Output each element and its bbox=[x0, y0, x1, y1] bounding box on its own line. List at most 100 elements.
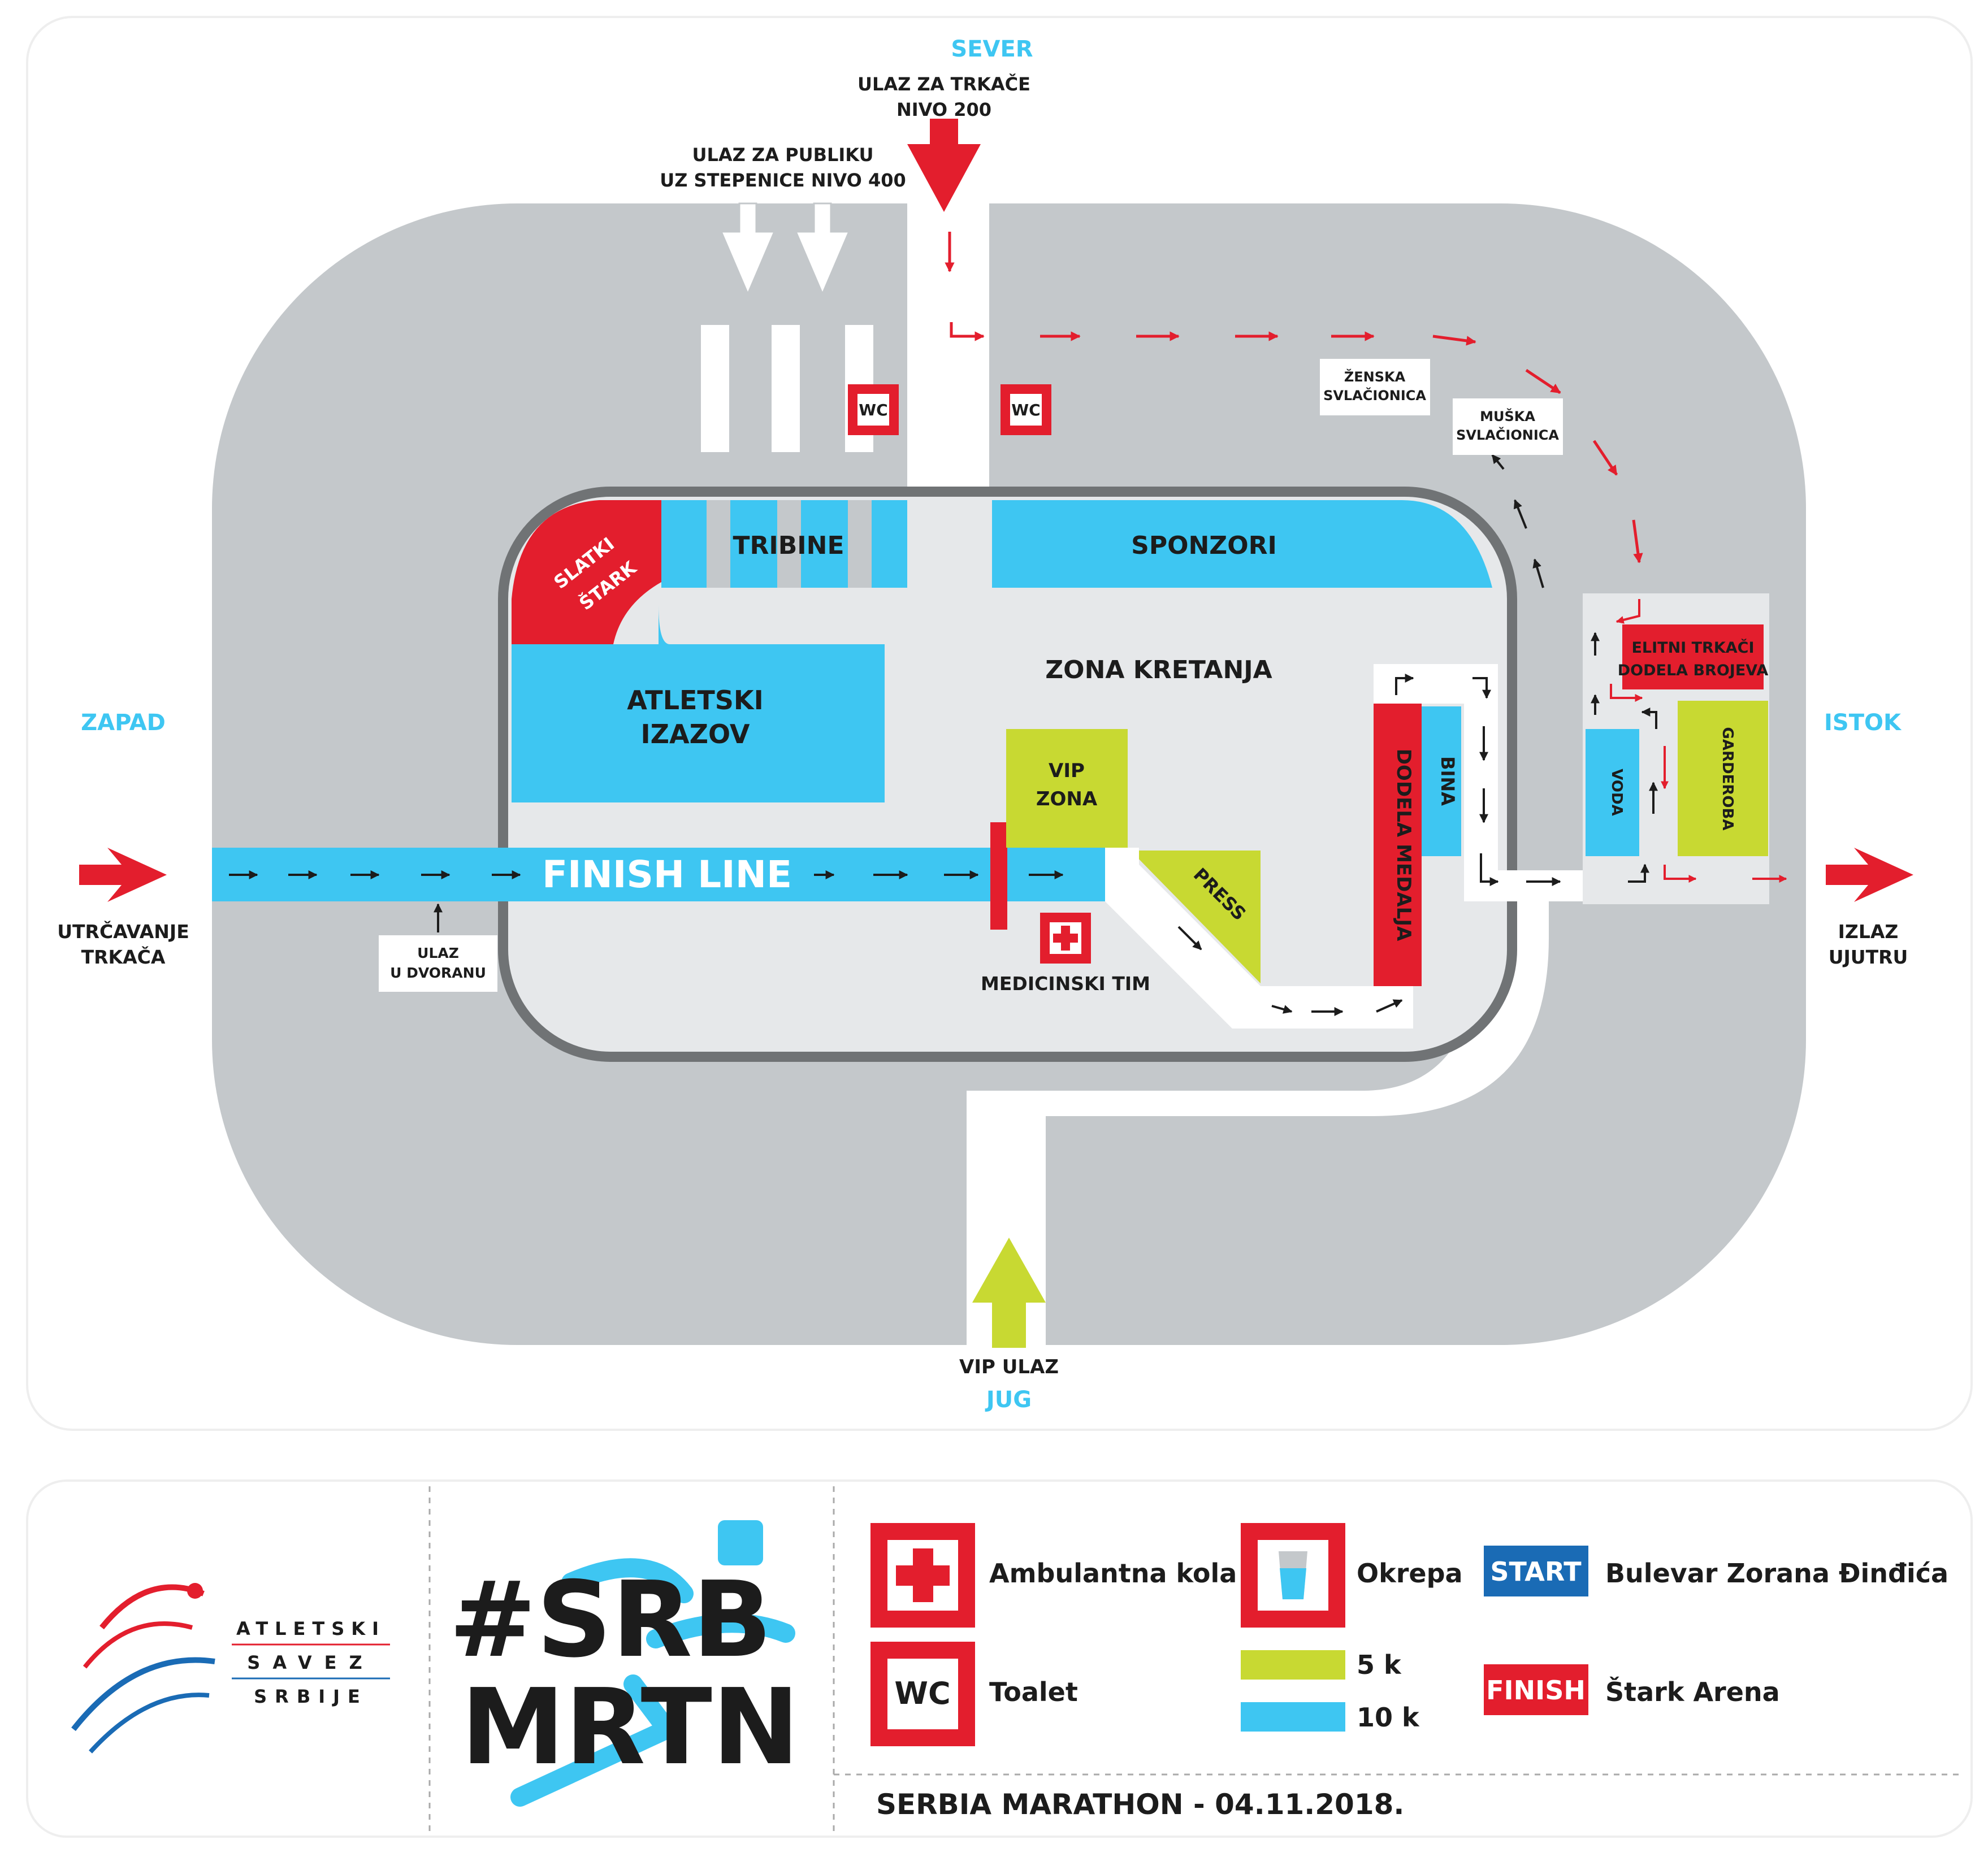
runners-entry-arrow bbox=[907, 119, 981, 212]
ten-k-label: 10 k bbox=[1357, 1702, 1420, 1733]
run-in-line2: TRKAČA bbox=[81, 945, 166, 968]
east-red-arrows bbox=[1610, 599, 1787, 883]
start-badge bbox=[1484, 1546, 1588, 1596]
hashtag-runner bbox=[510, 1558, 795, 1807]
zenska-label-1: ŽENSKA bbox=[1344, 368, 1406, 385]
dodela-label: DODELA MEDALJA bbox=[1392, 749, 1415, 941]
compass-east: ISTOK bbox=[1824, 710, 1902, 736]
return-arrows bbox=[1491, 454, 1544, 588]
compass-south: JUG bbox=[985, 1387, 1032, 1413]
tribine-divider bbox=[707, 500, 730, 588]
wc-west: WC bbox=[848, 384, 899, 435]
bina-block bbox=[1422, 706, 1461, 856]
hall-entry-box bbox=[379, 935, 497, 992]
muska-label-2: SVLAČIONICA bbox=[1456, 426, 1559, 443]
vip-label: VIP bbox=[1049, 760, 1085, 782]
runners-entry-line1: ULAZ ZA TRKAČE bbox=[857, 73, 1030, 95]
okrepa-label: Okrepa bbox=[1357, 1558, 1463, 1589]
south-corridor bbox=[967, 876, 1549, 1348]
federation-line2: SAVEZ bbox=[247, 1652, 374, 1673]
east-black-arrows bbox=[1591, 632, 1658, 883]
zenska-box bbox=[1320, 359, 1430, 415]
garderoba-label: GARDEROBA bbox=[1719, 727, 1736, 831]
press-block bbox=[1131, 851, 1261, 983]
hashtag-line1: #SRB bbox=[449, 1559, 772, 1681]
compass-west: ZAPAD bbox=[81, 710, 166, 736]
finish-badge-label: FINISH bbox=[1486, 1675, 1586, 1706]
federation-line3: SRBIJE bbox=[254, 1686, 368, 1707]
medical-label: MEDICINSKI TIM bbox=[981, 973, 1150, 995]
exit-line2: UJUTRU bbox=[1829, 946, 1908, 968]
runners-entry-line2: NIVO 200 bbox=[896, 99, 991, 120]
runner-route-inner bbox=[1105, 848, 1413, 1029]
sponzori-label: SPONZORI bbox=[1131, 531, 1277, 560]
five-k-swatch bbox=[1241, 1650, 1345, 1680]
vip-entry-label: VIP ULAZ bbox=[959, 1356, 1059, 1378]
voda-block bbox=[1586, 729, 1639, 856]
hall-entry-line1: ULAZ bbox=[417, 945, 459, 961]
dodela-medalja-block bbox=[1374, 704, 1422, 986]
sponzori-block bbox=[992, 500, 1492, 588]
muska-label-1: MUŠKA bbox=[1480, 407, 1535, 424]
garderoba-block bbox=[1678, 701, 1768, 856]
vip-entry-arrow bbox=[972, 1238, 1046, 1348]
voda-label: VODA bbox=[1608, 769, 1625, 815]
stage-arrows bbox=[1395, 674, 1561, 886]
hashtag-square bbox=[718, 1520, 763, 1565]
public-stair-2 bbox=[772, 325, 800, 452]
zenska-label-2: SVLAČIONICA bbox=[1323, 387, 1426, 403]
federation-logo bbox=[71, 1583, 215, 1754]
izazov-label: IZAZOV bbox=[641, 719, 750, 749]
ten-k-swatch bbox=[1241, 1702, 1345, 1732]
toilet-label: Toalet bbox=[989, 1677, 1078, 1707]
compass-north: SEVER bbox=[951, 36, 1033, 62]
wc-east: WC bbox=[1001, 384, 1051, 435]
vip-zona-label: ZONA bbox=[1036, 788, 1098, 810]
medical-icon bbox=[1040, 913, 1091, 964]
toilet-icon-label: WC bbox=[894, 1676, 950, 1711]
stage-route bbox=[1374, 664, 1583, 901]
finish-line-label: FINISH LINE bbox=[542, 853, 792, 896]
bina-label: BINA bbox=[1437, 756, 1458, 806]
ambulance-label: Ambulantna kola bbox=[989, 1558, 1237, 1589]
wc-west-label: WC bbox=[859, 401, 887, 419]
exit-arrow bbox=[1826, 848, 1913, 902]
start-badge-label: START bbox=[1490, 1556, 1582, 1587]
toilet-icon bbox=[870, 1642, 975, 1746]
exit-line1: IZLAZ bbox=[1838, 921, 1899, 943]
five-k-label: 5 k bbox=[1357, 1650, 1402, 1680]
wc-east-label: WC bbox=[1011, 401, 1040, 419]
public-entry-arrows bbox=[720, 202, 851, 296]
hall-entry-line2: U DVORANU bbox=[390, 965, 486, 981]
tribine-label: TRIBINE bbox=[733, 531, 844, 560]
run-in-line1: UTRČAVANJE bbox=[57, 920, 189, 943]
elitni-block bbox=[1622, 624, 1764, 689]
elitni-label-2: DODELA BROJEVA bbox=[1618, 662, 1769, 679]
hashtag-line2: MRTN bbox=[461, 1666, 799, 1788]
vip-zona-block bbox=[1006, 729, 1128, 848]
public-entry-line2: UZ STEPENICE NIVO 400 bbox=[660, 170, 906, 191]
tribine-divider bbox=[848, 500, 872, 588]
elitni-label-1: ELITNI TRKAČI bbox=[1631, 639, 1754, 657]
finish-line-mark bbox=[990, 822, 1007, 930]
atletski-block-fill bbox=[512, 644, 885, 802]
runner-route-arrows bbox=[945, 232, 1643, 563]
slatki-stark-corner bbox=[512, 500, 661, 644]
public-stair-1 bbox=[701, 325, 729, 452]
atletski-label: ATLETSKI bbox=[627, 685, 763, 715]
diagonal-arrows bbox=[1177, 926, 1403, 1016]
start-place-label: Bulevar Zorana Đinđića bbox=[1605, 1558, 1948, 1589]
ambulance-icon bbox=[870, 1523, 975, 1628]
muska-box bbox=[1453, 398, 1563, 455]
tribine-divider bbox=[777, 500, 801, 588]
public-entry-line1: ULAZ ZA PUBLIKU bbox=[692, 144, 874, 166]
zona-kretanja-label: ZONA KRETANJA bbox=[1045, 656, 1272, 684]
event-title: SERBIA MARATHON - 04.11.2018. bbox=[876, 1788, 1404, 1821]
okrepa-icon bbox=[1241, 1523, 1345, 1628]
finish-place-label: Štark Arena bbox=[1605, 1677, 1780, 1707]
finish-badge bbox=[1484, 1664, 1588, 1715]
run-in-arrow bbox=[79, 848, 167, 902]
federation-line1: ATLETSKI bbox=[236, 1618, 386, 1639]
